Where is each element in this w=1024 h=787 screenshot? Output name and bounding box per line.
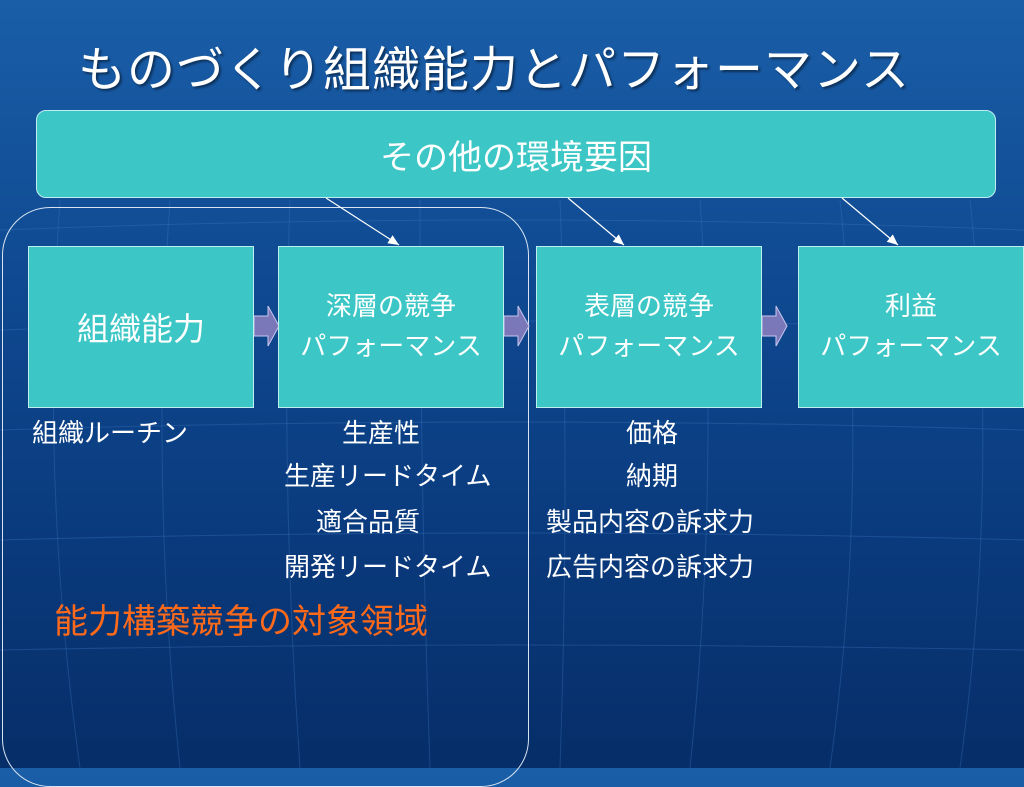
deep-item-productivity: 生産性	[342, 419, 421, 449]
box1-label: 組織能力	[76, 310, 205, 348]
box-deep-competitive-performance: 深層の競争 パフォーマンス	[278, 246, 504, 408]
surface-item-price: 価格	[626, 419, 679, 449]
deep-item-development-leadtime: 開発リードタイム	[284, 553, 492, 583]
environment-factors-label: その他の環境要因	[380, 137, 652, 178]
capability-building-target-label: 能力構築競争の対象領域	[54, 602, 428, 642]
deep-item-production-leadtime: 生産リードタイム	[284, 462, 492, 492]
box-surface-competitive-performance: 表層の競争 パフォーマンス	[536, 246, 762, 408]
box-organizational-capability: 組織能力	[28, 246, 254, 408]
slide-title: ものづくり組織能力とパフォーマンス	[78, 42, 911, 98]
surface-item-product-appeal: 製品内容の訴求力	[546, 508, 755, 538]
environment-factors-box: その他の環境要因	[36, 110, 996, 198]
box2-line1: 深層の競争	[325, 292, 456, 322]
surface-item-advertising-appeal: 広告内容の訴求力	[546, 553, 755, 583]
box-profit-performance: 利益 パフォーマンス	[798, 246, 1024, 408]
box3-line2: パフォーマンス	[558, 332, 740, 362]
surface-item-delivery: 納期	[626, 462, 679, 492]
box2-line2: パフォーマンス	[300, 332, 482, 362]
box4-line1: 利益	[884, 292, 937, 322]
box4-line2: パフォーマンス	[820, 332, 1002, 362]
deep-item-conformance-quality: 適合品質	[316, 508, 421, 538]
routine-label: 組織ルーチン	[32, 419, 189, 449]
box3-line1: 表層の競争	[583, 292, 714, 322]
